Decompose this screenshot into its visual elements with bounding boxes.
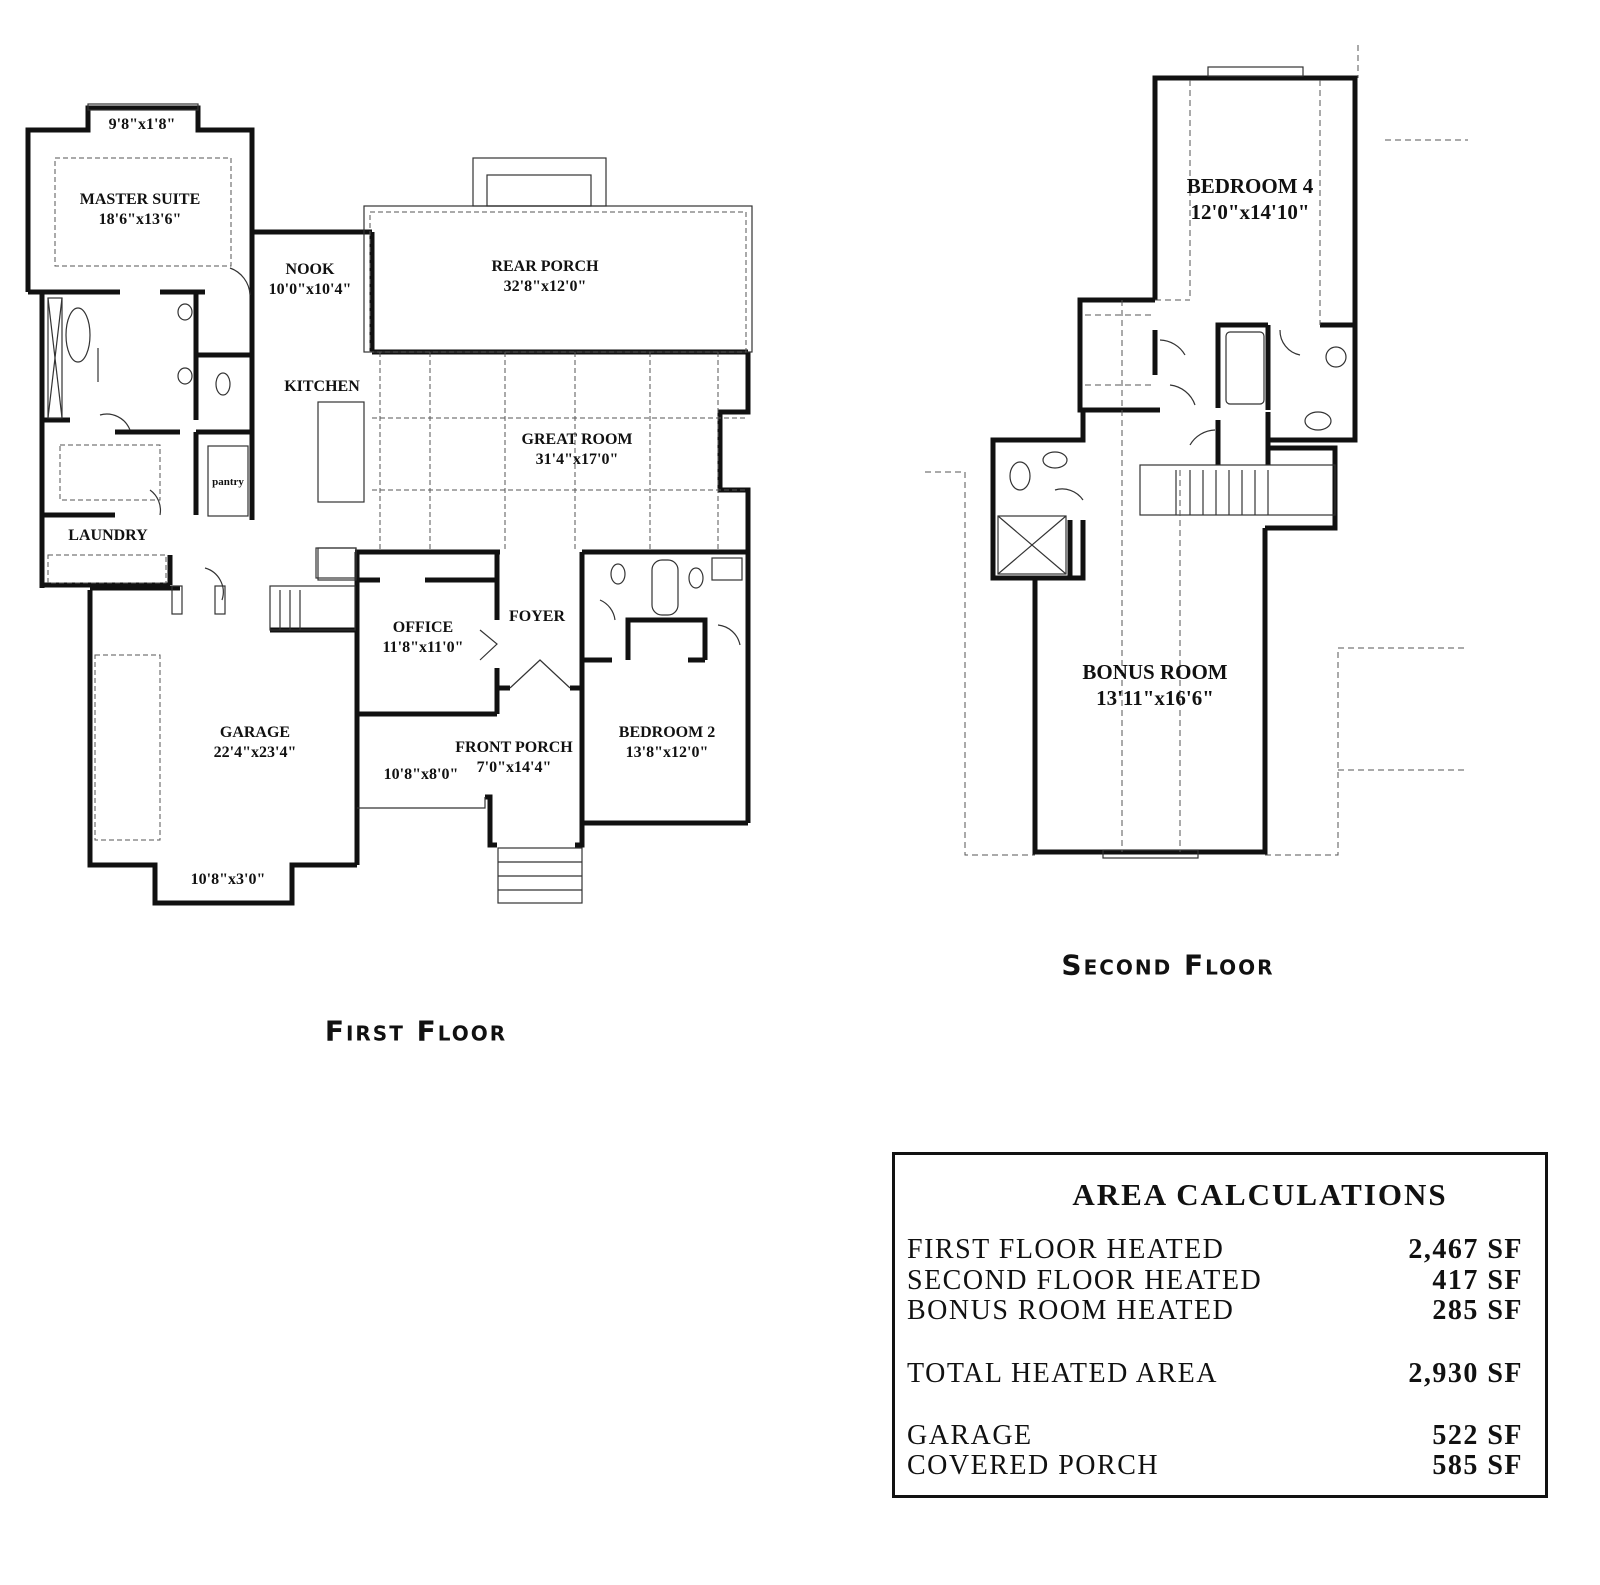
area-row-total: TOTAL HEATED AREA 2,930 SF	[907, 1359, 1523, 1389]
area-calculations-table: AREA CALCULATIONS FIRST FLOOR HEATED 2,46…	[892, 1152, 1548, 1498]
room-size: 32'8"x12'0"	[503, 278, 587, 295]
area-label: SECOND FLOOR HEATED	[907, 1265, 1263, 1296]
room-front-porch: FRONT PORCH 7'0"x14'4"	[455, 738, 572, 778]
room-great-room: GREAT ROOM 31'4"x17'0"	[522, 430, 633, 470]
area-value: 2,467 SF	[1408, 1234, 1523, 1265]
room-foyer: FOYER	[509, 608, 565, 625]
first-floor-dashed-lines	[47, 157, 748, 841]
area-value: 522 SF	[1432, 1420, 1523, 1451]
room-size: 11'8"x11'0"	[382, 639, 464, 656]
area-label: FIRST FLOOR HEATED	[907, 1234, 1225, 1265]
area-row: FIRST FLOOR HEATED 2,467 SF	[907, 1235, 1523, 1265]
room-master-suite: MASTER SUITE 18'6"x13'6"	[80, 190, 200, 230]
room-size: 22'4"x23'4"	[213, 744, 297, 761]
second-floor-thin-lines	[997, 66, 1347, 859]
area-value: 2,930 SF	[1408, 1358, 1523, 1389]
room-laundry: LAUNDRY	[68, 527, 148, 544]
room-name: FRONT PORCH	[455, 739, 573, 756]
area-label: COVERED PORCH	[907, 1450, 1160, 1481]
room-garage: GARAGE 22'4"x23'4"	[214, 723, 297, 763]
area-value: 417 SF	[1432, 1265, 1523, 1296]
room-kitchen: KITCHEN	[284, 378, 360, 395]
room-size: 31'4"x17'0"	[535, 451, 619, 468]
area-label: BONUS ROOM HEATED	[907, 1295, 1235, 1326]
area-calculations-title: AREA CALCULATIONS	[1072, 1177, 1448, 1212]
room-size: 18'6"x13'6"	[98, 211, 182, 228]
garage-bay-size: 10'8"x3'0"	[190, 871, 266, 888]
room-name: MASTER SUITE	[79, 191, 201, 208]
room-bedroom-2: BEDROOM 2 13'8"x12'0"	[619, 723, 715, 763]
room-nook: NOOK 10'0"x10'4"	[269, 260, 352, 300]
master-bay-size: 9'8"x1'8"	[108, 116, 176, 133]
room-size: 7'0"x14'4"	[476, 759, 552, 776]
front-porch-side-size: 10'8"x8'0"	[383, 766, 459, 783]
second-floor-dashed-lines	[925, 45, 1468, 856]
area-row: COVERED PORCH 585 SF	[907, 1451, 1523, 1481]
area-row: GARAGE 522 SF	[907, 1421, 1523, 1451]
room-rear-porch: REAR PORCH 32'8"x12'0"	[491, 257, 598, 297]
room-bedroom-4: BEDROOM 4 12'0"x14'10"	[1187, 173, 1314, 225]
room-name: BEDROOM 4	[1186, 174, 1314, 198]
room-size: 13'11"x16'6"	[1096, 686, 1214, 710]
room-bonus-room: BONUS ROOM 13'11"x16'6"	[1082, 659, 1227, 711]
room-name: GARAGE	[219, 724, 291, 741]
area-row: BONUS ROOM HEATED 285 SF	[907, 1296, 1523, 1326]
room-name: BEDROOM 2	[618, 724, 716, 741]
area-row: SECOND FLOOR HEATED 417 SF	[907, 1266, 1523, 1296]
second-floor-title: Second Floor	[1061, 948, 1275, 982]
room-size: 10'0"x10'4"	[268, 281, 352, 298]
room-pantry: pantry	[212, 476, 244, 488]
room-name: REAR PORCH	[491, 258, 599, 275]
second-floor-walls	[990, 75, 1358, 855]
room-size: 13'8"x12'0"	[625, 744, 709, 761]
room-name: NOOK	[285, 261, 335, 278]
room-name: OFFICE	[392, 619, 454, 636]
area-value: 285 SF	[1432, 1295, 1523, 1326]
room-name: BONUS ROOM	[1082, 660, 1228, 684]
first-floor-title: First Floor	[324, 1014, 508, 1048]
room-office: OFFICE 11'8"x11'0"	[383, 618, 464, 658]
area-label: GARAGE	[907, 1420, 1033, 1451]
area-label: TOTAL HEATED AREA	[907, 1358, 1219, 1389]
area-value: 585 SF	[1432, 1450, 1523, 1481]
first-floor-thin-lines	[47, 103, 753, 904]
room-name: GREAT ROOM	[521, 431, 633, 448]
first-floor-walls	[25, 105, 751, 906]
room-size: 12'0"x14'10"	[1190, 200, 1310, 224]
